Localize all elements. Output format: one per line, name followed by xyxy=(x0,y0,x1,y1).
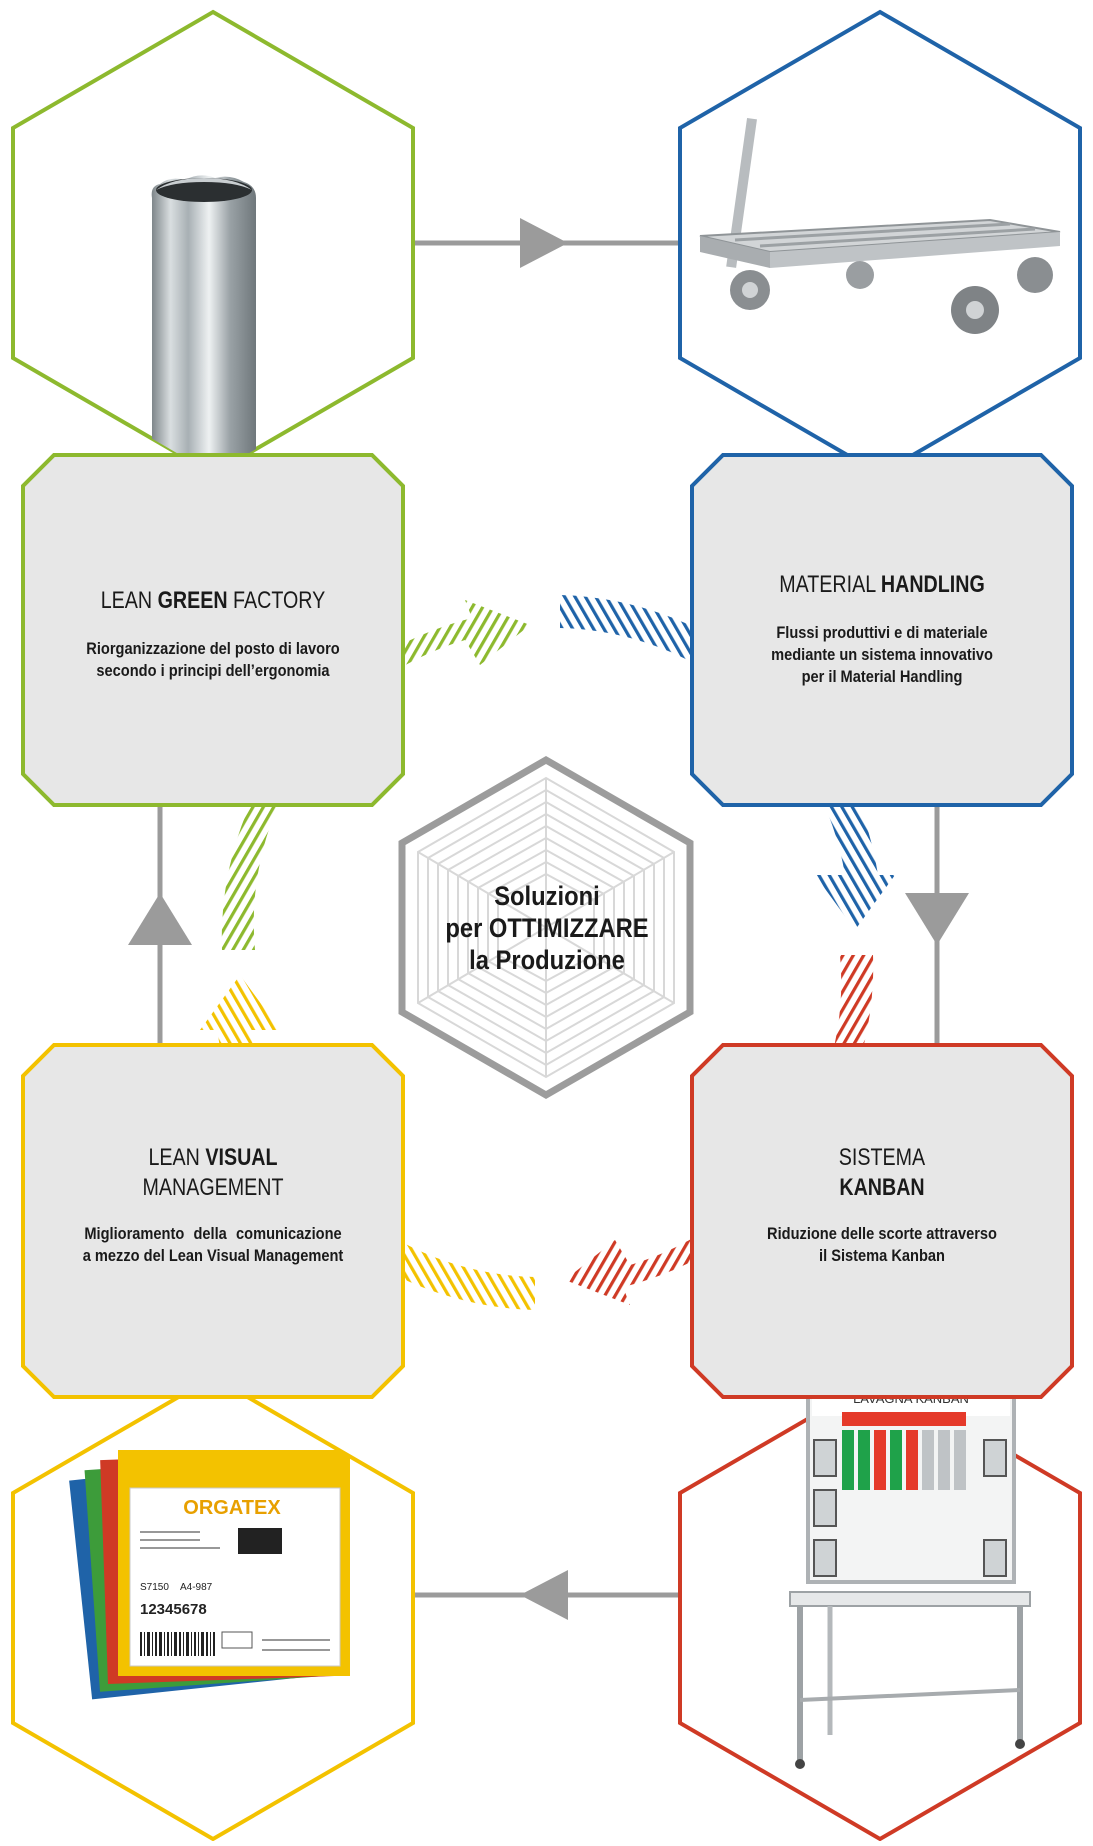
card-material-handling: MATERIAL HANDLING Flussi produttivi e di… xyxy=(692,570,1072,688)
orgatex-pockets-image: ORGATEX S7150 A4-987 12345678 xyxy=(69,1450,350,1700)
connectors xyxy=(128,218,969,1620)
arrow-right xyxy=(520,218,568,268)
orgatex-code-small-2: A4-987 xyxy=(180,1582,213,1593)
card-title-bold: KANBAN xyxy=(726,1173,1038,1203)
aluminium-tube-image xyxy=(151,175,256,474)
arrow-up xyxy=(128,893,192,945)
center-line-2: per OTTIMIZZARE xyxy=(445,913,649,943)
title-bold: GREEN xyxy=(157,587,228,614)
card-title-line2: MANAGEMENT xyxy=(142,1174,284,1201)
card-lean-green: LEAN GREEN FACTORY Riorganizzazione del … xyxy=(23,586,403,682)
desc-line: il Sistema Kanban xyxy=(819,1246,945,1265)
kanban-cards xyxy=(842,1412,966,1490)
card-title: MATERIAL HANDLING xyxy=(726,570,1038,600)
center-stripes xyxy=(417,776,675,1079)
card-title: LEAN GREEN FACTORY xyxy=(57,586,369,616)
orgatex-code-small-1: S7150 xyxy=(140,1582,169,1593)
card-description: Flussi produttivi e di materiale mediant… xyxy=(719,622,1046,688)
title-prefix: MATERIAL xyxy=(779,571,881,598)
desc-line: mediante un sistema innovativo xyxy=(771,645,993,664)
title-prefix: LEAN xyxy=(148,1144,206,1171)
title-suffix: FACTORY xyxy=(227,587,326,614)
desc-line: secondo i principi dell’ergonomia xyxy=(96,661,330,680)
center-label: Soluzioni per OTTIMIZZARE la Produzione xyxy=(435,880,659,976)
panel-lean-visual xyxy=(21,1043,405,1399)
title-bold: HANDLING xyxy=(880,571,985,598)
desc-line: Flussi produttivi e di materiale xyxy=(776,623,988,642)
title-bold: KANBAN xyxy=(839,1174,925,1201)
arrow-down xyxy=(905,893,969,945)
card-title: LEAN VISUAL xyxy=(57,1143,369,1173)
barcode xyxy=(140,1632,215,1656)
title-prefix: LEAN xyxy=(100,587,158,614)
trolley-image xyxy=(699,118,1061,334)
center-line-3: la Produzione xyxy=(469,945,625,975)
hex-lean-green xyxy=(11,9,415,477)
card-description: Miglioramento della comunicazione a mezz… xyxy=(50,1223,377,1267)
panel-material-handling xyxy=(690,453,1074,807)
title-bold: VISUAL xyxy=(205,1144,278,1171)
hex-lean-visual: ORGATEX S7150 A4-987 12345678 xyxy=(11,1374,415,1842)
panels xyxy=(21,453,1074,1399)
orgatex-code-large: 12345678 xyxy=(140,1601,207,1618)
desc-line: Riorganizzazione del posto di lavoro xyxy=(86,639,340,658)
card-kanban: SISTEMA KANBAN Riduzione delle scorte at… xyxy=(692,1143,1072,1267)
card-description: Riduzione delle scorte attraverso il Sis… xyxy=(719,1223,1046,1267)
hex-material-handling xyxy=(678,9,1082,477)
desc-line: Miglioramento della comunicazione xyxy=(84,1224,342,1243)
desc-line: Riduzione delle scorte attraverso xyxy=(767,1224,997,1243)
orgatex-brand-text: ORGATEX xyxy=(183,1497,281,1519)
panel-lean-green xyxy=(21,453,405,807)
desc-line: a mezzo del Lean Visual Management xyxy=(82,1246,344,1265)
card-description: Riorganizzazione del posto di lavoro sec… xyxy=(50,638,377,682)
desc-line: per il Material Handling xyxy=(801,667,963,686)
hex-kanban: LAVAGNA KANBAN xyxy=(678,1368,1082,1842)
arrow-left xyxy=(520,1570,568,1620)
panel-kanban xyxy=(690,1043,1074,1399)
card-title: SISTEMA xyxy=(838,1144,926,1171)
center-hexagon xyxy=(398,755,694,1100)
center-line-1: Soluzioni xyxy=(494,881,600,911)
card-lean-visual: LEAN VISUAL MANAGEMENT Miglioramento del… xyxy=(23,1143,403,1267)
